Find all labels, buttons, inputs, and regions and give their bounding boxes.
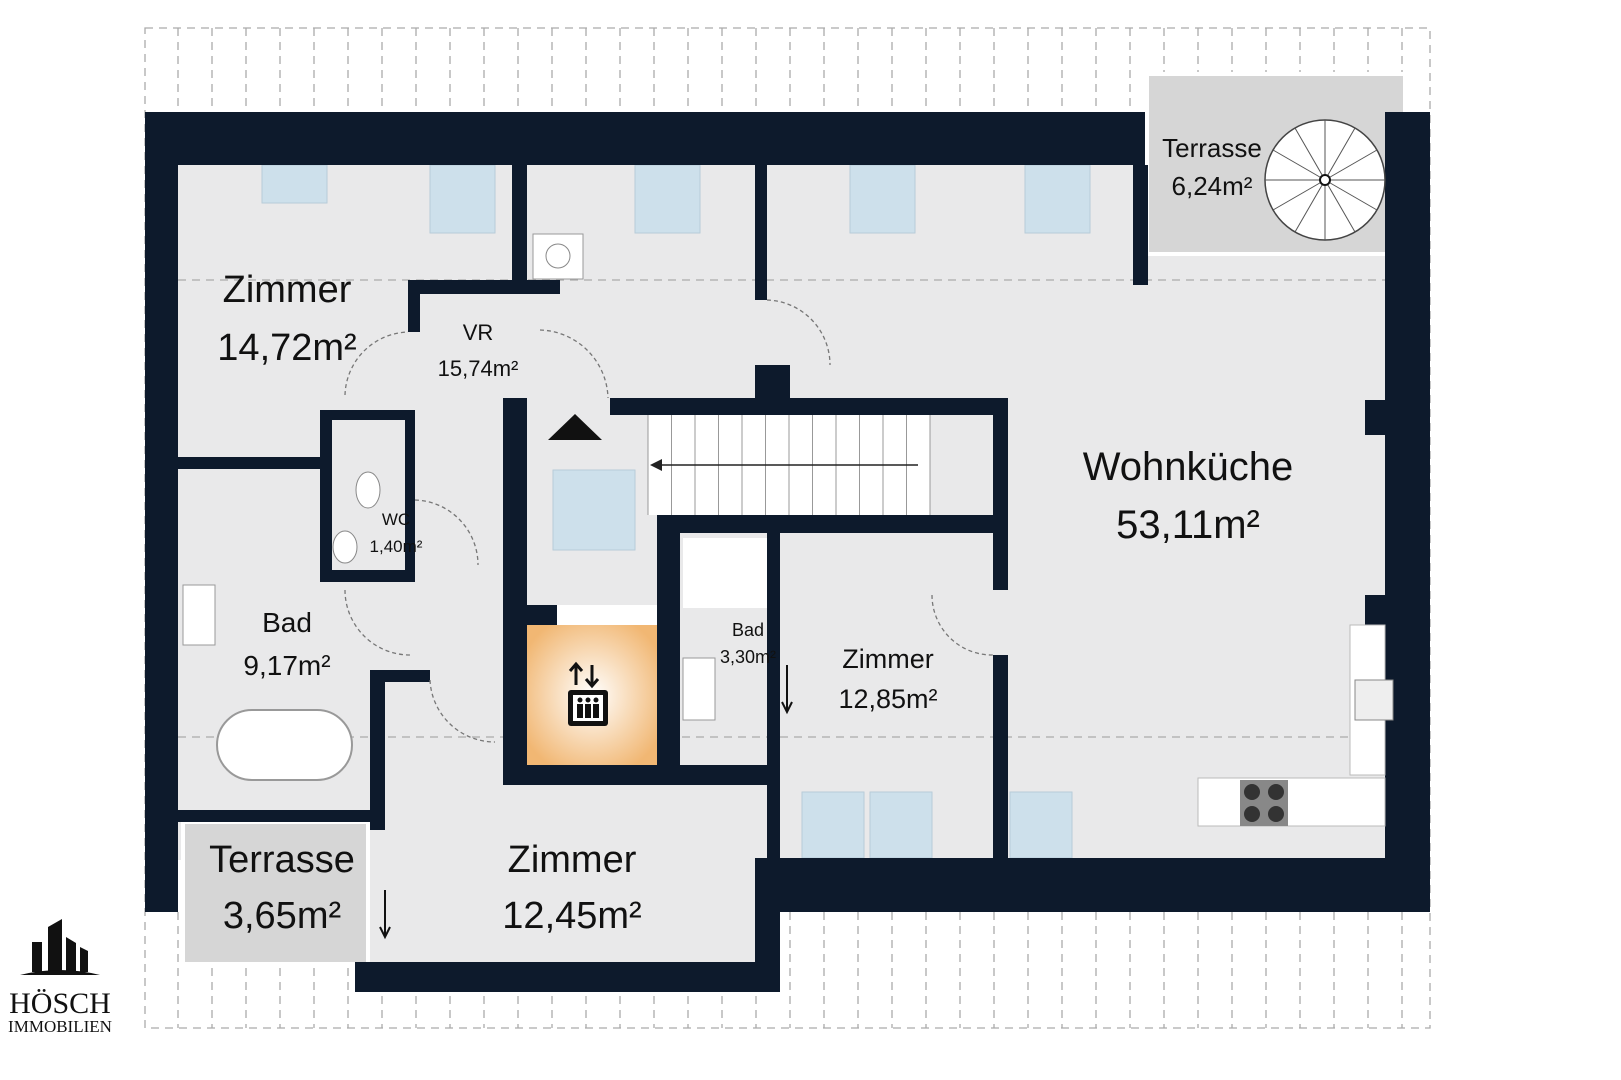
room-name: Wohnküche (1083, 445, 1294, 489)
spiral-step (1324, 179, 1356, 233)
spiral-step (1294, 127, 1326, 181)
skylights (261, 164, 1091, 859)
company-logo: HÖSCH IMMOBILIEN (8, 919, 112, 1036)
spiral-step (1324, 179, 1378, 211)
floor-area-lower (370, 858, 755, 963)
terrace-bottom-left (181, 820, 370, 966)
room-area: 1,40m² (370, 537, 423, 556)
elevator-icon (568, 661, 608, 726)
staircase-icon (647, 415, 931, 515)
room-area: 15,74m² (438, 356, 519, 381)
room-name: Bad (262, 607, 312, 638)
logo-line1: HÖSCH (9, 987, 111, 1020)
room-name: Zimmer (842, 644, 933, 674)
spiral-step (1272, 149, 1326, 181)
room-area: 6,24m² (1172, 171, 1253, 201)
room-name: Bad (732, 620, 764, 640)
room-area: 12,45m² (502, 895, 641, 937)
room-area: 53,11m² (1116, 503, 1260, 547)
room-area: 14,72m² (217, 327, 356, 369)
room-area: 12,85m² (838, 684, 937, 714)
room-name: VR (463, 320, 494, 345)
spiral-step (1294, 179, 1326, 233)
spiral-stair-icon (1264, 119, 1386, 241)
logo-line2: IMMOBILIEN (8, 1017, 112, 1036)
room-area: 9,17m² (243, 650, 330, 681)
spiral-step (1272, 179, 1326, 211)
door-swings (344, 299, 994, 743)
spiral-step (1324, 149, 1378, 181)
room-name: Zimmer (508, 839, 637, 881)
spiral-step (1324, 127, 1356, 181)
room-area: 3,30m² (720, 647, 776, 667)
room-area: 3,65m² (223, 895, 341, 937)
room-name: Terrasse (1162, 133, 1262, 163)
walls (145, 112, 1430, 992)
fixtures (182, 233, 1394, 827)
room-name: Terrasse (209, 839, 355, 881)
room-name: Zimmer (223, 269, 352, 311)
room-labels: Zimmer 14,72m² VR 15,74m² WC 1,40m² Bad … (209, 133, 1293, 937)
entrance-arrow-icon (548, 414, 602, 440)
room-name: WC (382, 510, 410, 529)
